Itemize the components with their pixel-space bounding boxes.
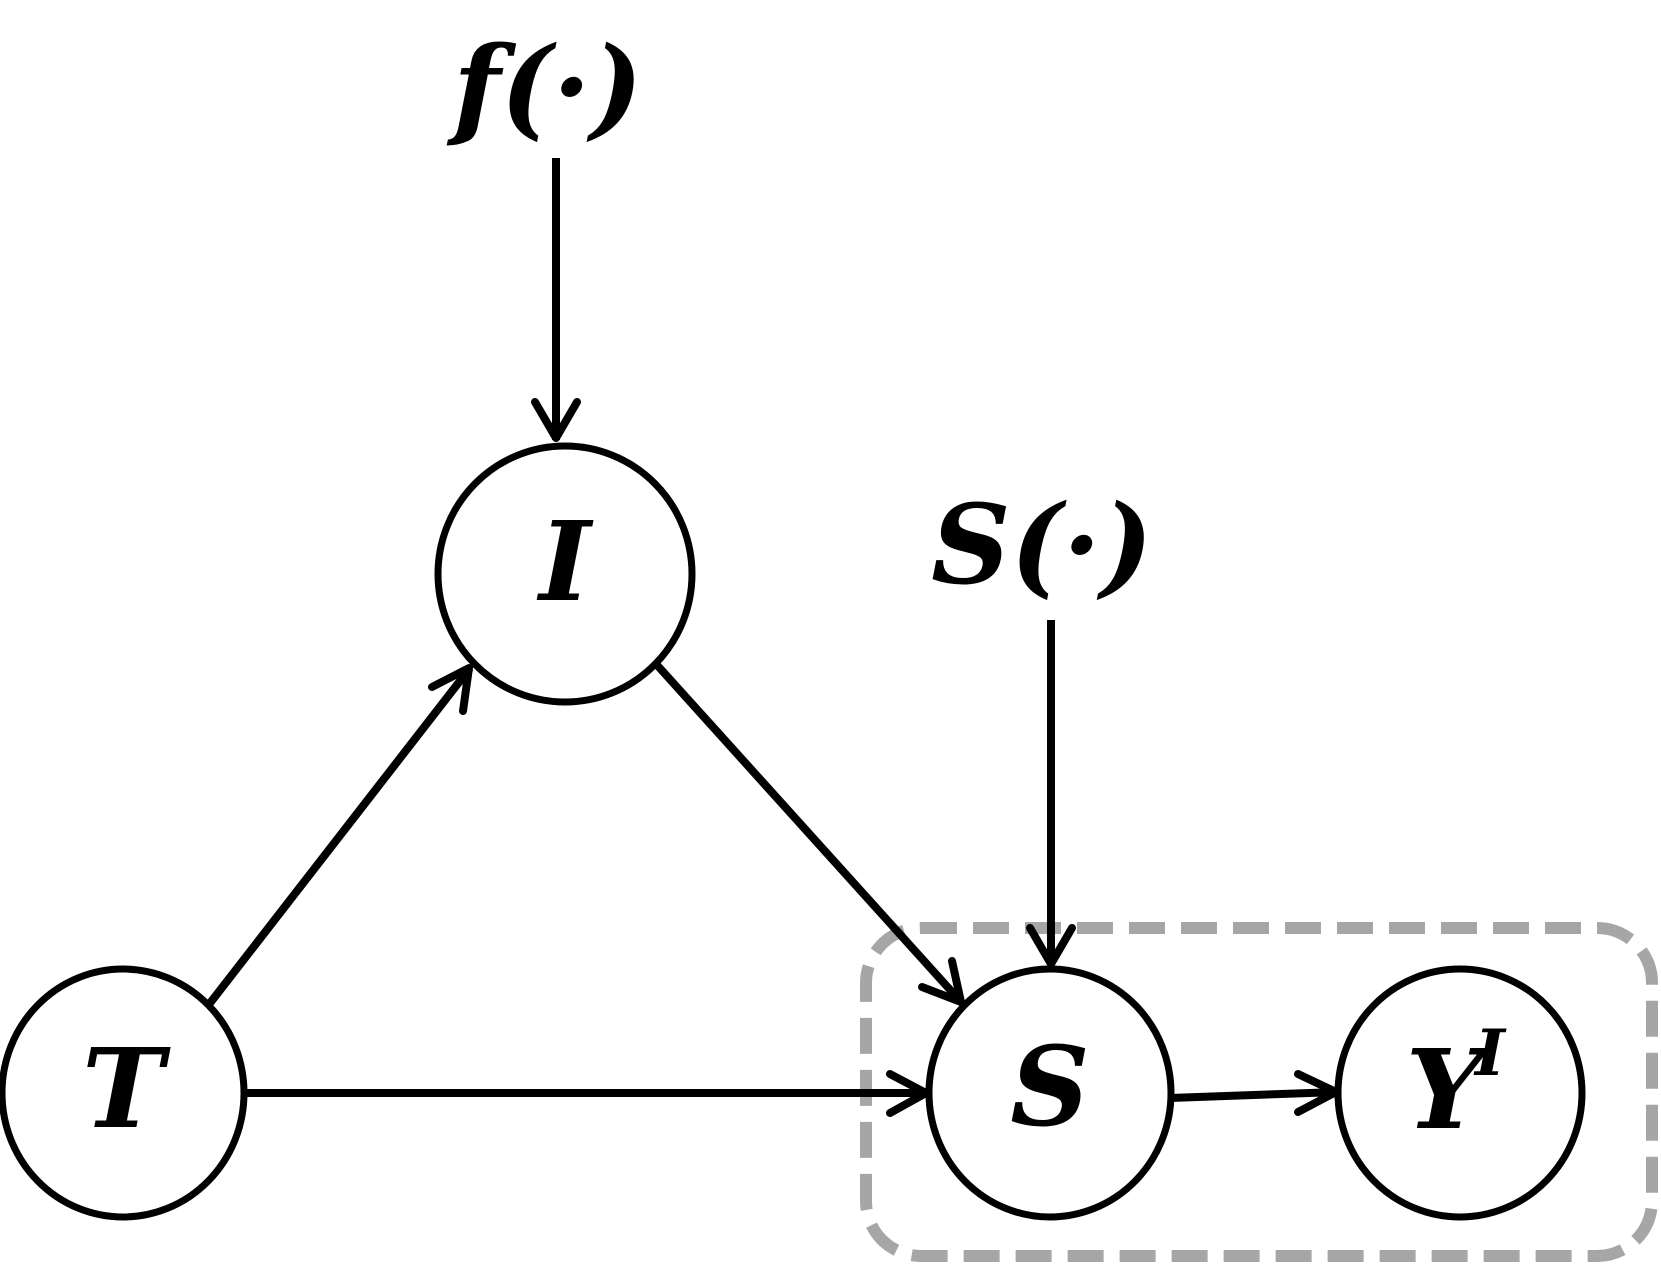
node-t-label: T xyxy=(82,1024,171,1153)
operator-f-label: f(·) xyxy=(446,22,643,151)
arrow-head-s-op-to-s xyxy=(1026,924,1076,968)
node-y-label: Y xyxy=(1406,1025,1494,1154)
edge-i-to-s xyxy=(654,662,965,1006)
edge-s-to-y xyxy=(1169,1088,1339,1102)
edges xyxy=(203,158,1340,1117)
arrow-head-f-to-i xyxy=(531,398,581,442)
operator-s-label: S(·) xyxy=(931,480,1153,609)
node-s-circle xyxy=(925,965,1175,1221)
arrow-head-t-to-i xyxy=(428,664,473,715)
node-y: Y I xyxy=(1334,965,1586,1221)
node-t-circle xyxy=(0,965,248,1221)
arrow-head-i-to-s xyxy=(918,957,965,1006)
node-y-superscript: I xyxy=(1473,1016,1507,1091)
node-s-label: S xyxy=(1010,1022,1089,1151)
node-i-circle xyxy=(434,442,696,706)
node-y-circle xyxy=(1334,965,1586,1221)
node-i: I xyxy=(434,442,696,706)
node-s: S xyxy=(925,965,1175,1221)
edge-t-to-i xyxy=(203,665,474,1010)
node-i-label: I xyxy=(536,497,594,626)
node-t: T xyxy=(0,965,248,1221)
